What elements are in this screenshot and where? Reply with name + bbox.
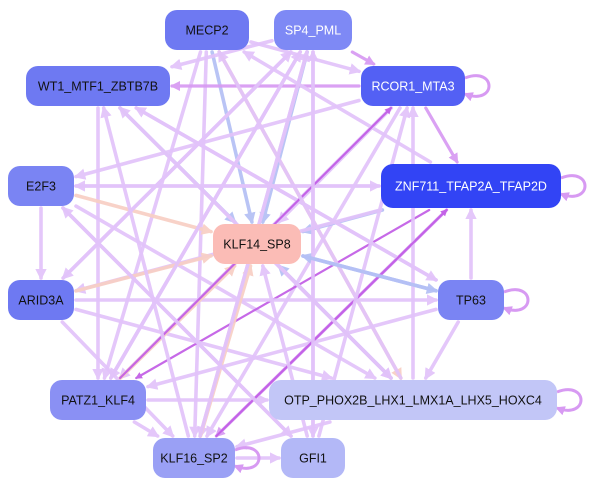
- edge-mecp2-to-klf14: [210, 50, 256, 225]
- edge-tp63-to-wt1: [134, 106, 438, 282]
- node-wt1[interactable]: WT1_MTF1_ZBTB7B: [26, 66, 170, 106]
- node-box: [165, 10, 249, 50]
- self-loop-layer: [233, 74, 587, 474]
- node-mecp2[interactable]: MECP2: [165, 10, 249, 50]
- node-layer: MECP2 SP4_PML WT1_MTF1_ZBTB7B RCOR1_MTA3E2F…: [8, 10, 561, 478]
- self-loop-otp: [555, 388, 583, 416]
- edge-mecp2-to-klf16: [189, 50, 209, 439]
- node-box: [8, 280, 74, 320]
- node-label: WT1_MTF1_ZBTB7B: [38, 80, 158, 94]
- node-box: [381, 164, 561, 208]
- node-box: [153, 438, 235, 478]
- node-box: [274, 10, 352, 50]
- node-label: GFI1: [299, 452, 327, 466]
- node-label: PATZ1_KLF4: [61, 394, 135, 408]
- node-box: [361, 66, 465, 106]
- node-arid3a[interactable]: ARID3A: [8, 280, 74, 320]
- edge-klf14-to-otp: [277, 264, 393, 380]
- edge-klf14-to-tp63: [301, 254, 439, 295]
- node-box: [26, 66, 170, 106]
- node-tp63[interactable]: TP63: [438, 280, 504, 320]
- node-box: [438, 280, 504, 320]
- edge-e2f3-to-otp: [74, 204, 377, 380]
- node-label: ZNF711_TFAP2A_TFAP2D: [395, 180, 547, 194]
- node-label: TP63: [456, 294, 486, 308]
- edge-sp4_pml-to-rcor1: [350, 50, 376, 66]
- node-label: SP4_PML: [285, 24, 341, 38]
- node-label: KLF14_SP8: [223, 238, 290, 252]
- node-znf711[interactable]: ZNF711_TFAP2A_TFAP2D: [381, 164, 561, 208]
- edge-rcor1-to-znf711: [424, 106, 459, 164]
- self-loop-znf711: [559, 174, 587, 202]
- edge-klf16-to-wt1: [100, 105, 191, 438]
- node-box: [50, 380, 146, 420]
- self-loop-tp63: [502, 288, 530, 316]
- node-box: [269, 380, 557, 420]
- edge-e2f3-to-klf14: [74, 193, 214, 235]
- edge-otp-to-mecp2: [217, 49, 403, 380]
- node-gfi1[interactable]: GFI1: [281, 438, 345, 478]
- node-label: OTP_PHOX2B_LHX1_LMX1A_LHX5_HOXC4: [284, 394, 542, 408]
- node-otp[interactable]: OTP_PHOX2B_LHX1_LMX1A_LHX5_HOXC4: [269, 380, 557, 420]
- edge-tp63-to-patz1: [145, 307, 438, 390]
- node-rcor1[interactable]: RCOR1_MTA3: [361, 66, 465, 106]
- edge-tp63-to-otp: [423, 320, 461, 380]
- node-label: ARID3A: [18, 294, 64, 308]
- node-label: MECP2: [185, 24, 228, 38]
- node-box: [281, 438, 345, 478]
- node-patz1[interactable]: PATZ1_KLF4: [50, 380, 146, 420]
- self-loop-klf16: [233, 446, 261, 474]
- edge-gfi1-to-e2f3: [61, 206, 293, 438]
- edge-arid3a-to-klf14: [74, 252, 214, 293]
- edge-arid3a-to-klf16: [60, 320, 175, 438]
- edge-znf711-to-patz1: [135, 208, 431, 380]
- self-loop-rcor1: [463, 74, 491, 102]
- node-box: [213, 224, 301, 264]
- edge-patz1-to-klf16: [132, 420, 160, 438]
- node-e2f3[interactable]: E2F3: [8, 166, 74, 206]
- node-label: RCOR1_MTA3: [371, 80, 454, 94]
- node-label: KLF16_SP2: [160, 452, 227, 466]
- node-label: E2F3: [26, 180, 56, 194]
- node-klf16[interactable]: KLF16_SP2: [153, 438, 235, 478]
- node-sp4_pml[interactable]: SP4_PML: [274, 10, 352, 50]
- edge-rcor1-to-klf16: [205, 106, 402, 438]
- node-box: [8, 166, 74, 206]
- node-klf14[interactable]: KLF14_SP8: [213, 224, 301, 264]
- edge-patz1-to-sp4_pml: [109, 50, 303, 380]
